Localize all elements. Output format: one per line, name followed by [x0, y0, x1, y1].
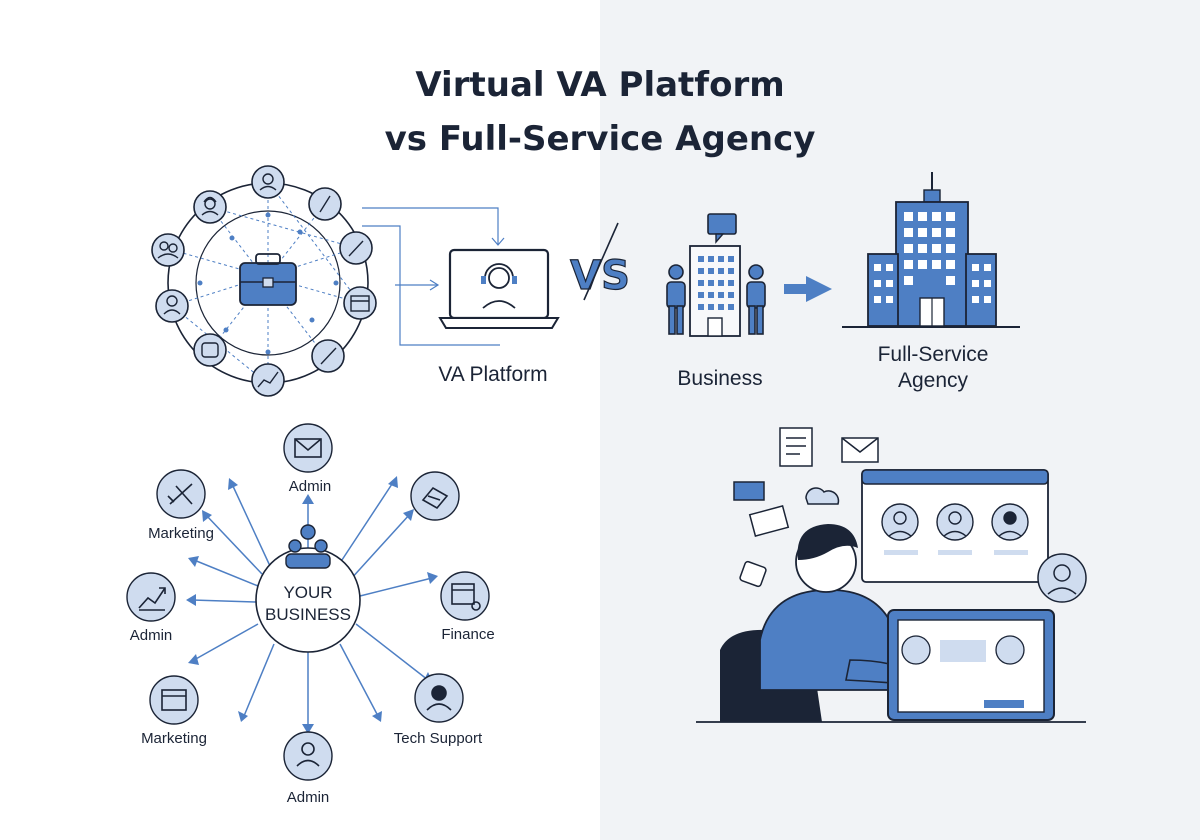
support-agent-icon — [426, 685, 452, 711]
page-title: Virtual VA Platform vs Full-Service Agen… — [0, 58, 1200, 166]
calendar-icon — [161, 689, 187, 711]
mail-icon — [294, 438, 322, 458]
arrow-right-icon — [784, 276, 832, 302]
title-line-2: vs Full-Service Agency — [384, 119, 816, 159]
message-icon — [748, 505, 790, 537]
briefcase-icon — [239, 253, 297, 306]
hub-node-label: Admin — [130, 627, 173, 644]
agency-laptop — [887, 609, 1055, 721]
agency-workspace-illustration — [696, 427, 1087, 723]
va-platform-label: VA Platform — [438, 363, 547, 386]
hub-center-line-1: YOUR — [283, 583, 332, 602]
title-line-1: Virtual VA Platform — [415, 65, 785, 105]
megaphone-icon — [167, 483, 193, 505]
avatar — [1037, 553, 1087, 603]
agency-building-icon — [842, 172, 1020, 328]
business-hub-diagram: YOUR BUSINESS — [126, 423, 495, 806]
hub-node-label: Admin — [287, 789, 330, 806]
vs-label: VS — [570, 253, 630, 299]
cloud-icon — [805, 487, 840, 505]
speech-bubble-icon — [707, 213, 737, 244]
chat-icon — [733, 481, 765, 501]
va-network-diagram — [151, 165, 505, 397]
chat-bubble-icon — [739, 560, 767, 588]
team-icon — [285, 524, 331, 569]
candidate-browser-window — [861, 469, 1049, 583]
person-icon — [296, 742, 320, 767]
calendar-search-icon — [451, 583, 481, 611]
business-building-icon — [689, 245, 741, 337]
agency-label-line-2: Agency — [898, 369, 969, 392]
agency-label-line-1: Full-Service — [878, 343, 989, 366]
hub-node-label: Tech Support — [394, 730, 483, 747]
handshake-icon — [421, 486, 449, 510]
business-people-icon — [666, 264, 766, 335]
growth-chart-icon — [138, 587, 166, 611]
hub-node-label: Marketing — [148, 525, 214, 542]
document-icon — [779, 427, 813, 467]
business-label: Business — [677, 367, 762, 390]
hub-node-label: Finance — [441, 626, 494, 643]
va-platform-laptop-icon — [438, 248, 560, 329]
hub-node-label: Admin — [289, 478, 332, 495]
hub-node-label: Marketing — [141, 730, 207, 747]
hub-center-line-2: BUSINESS — [265, 605, 351, 624]
mail-icon — [841, 437, 879, 463]
